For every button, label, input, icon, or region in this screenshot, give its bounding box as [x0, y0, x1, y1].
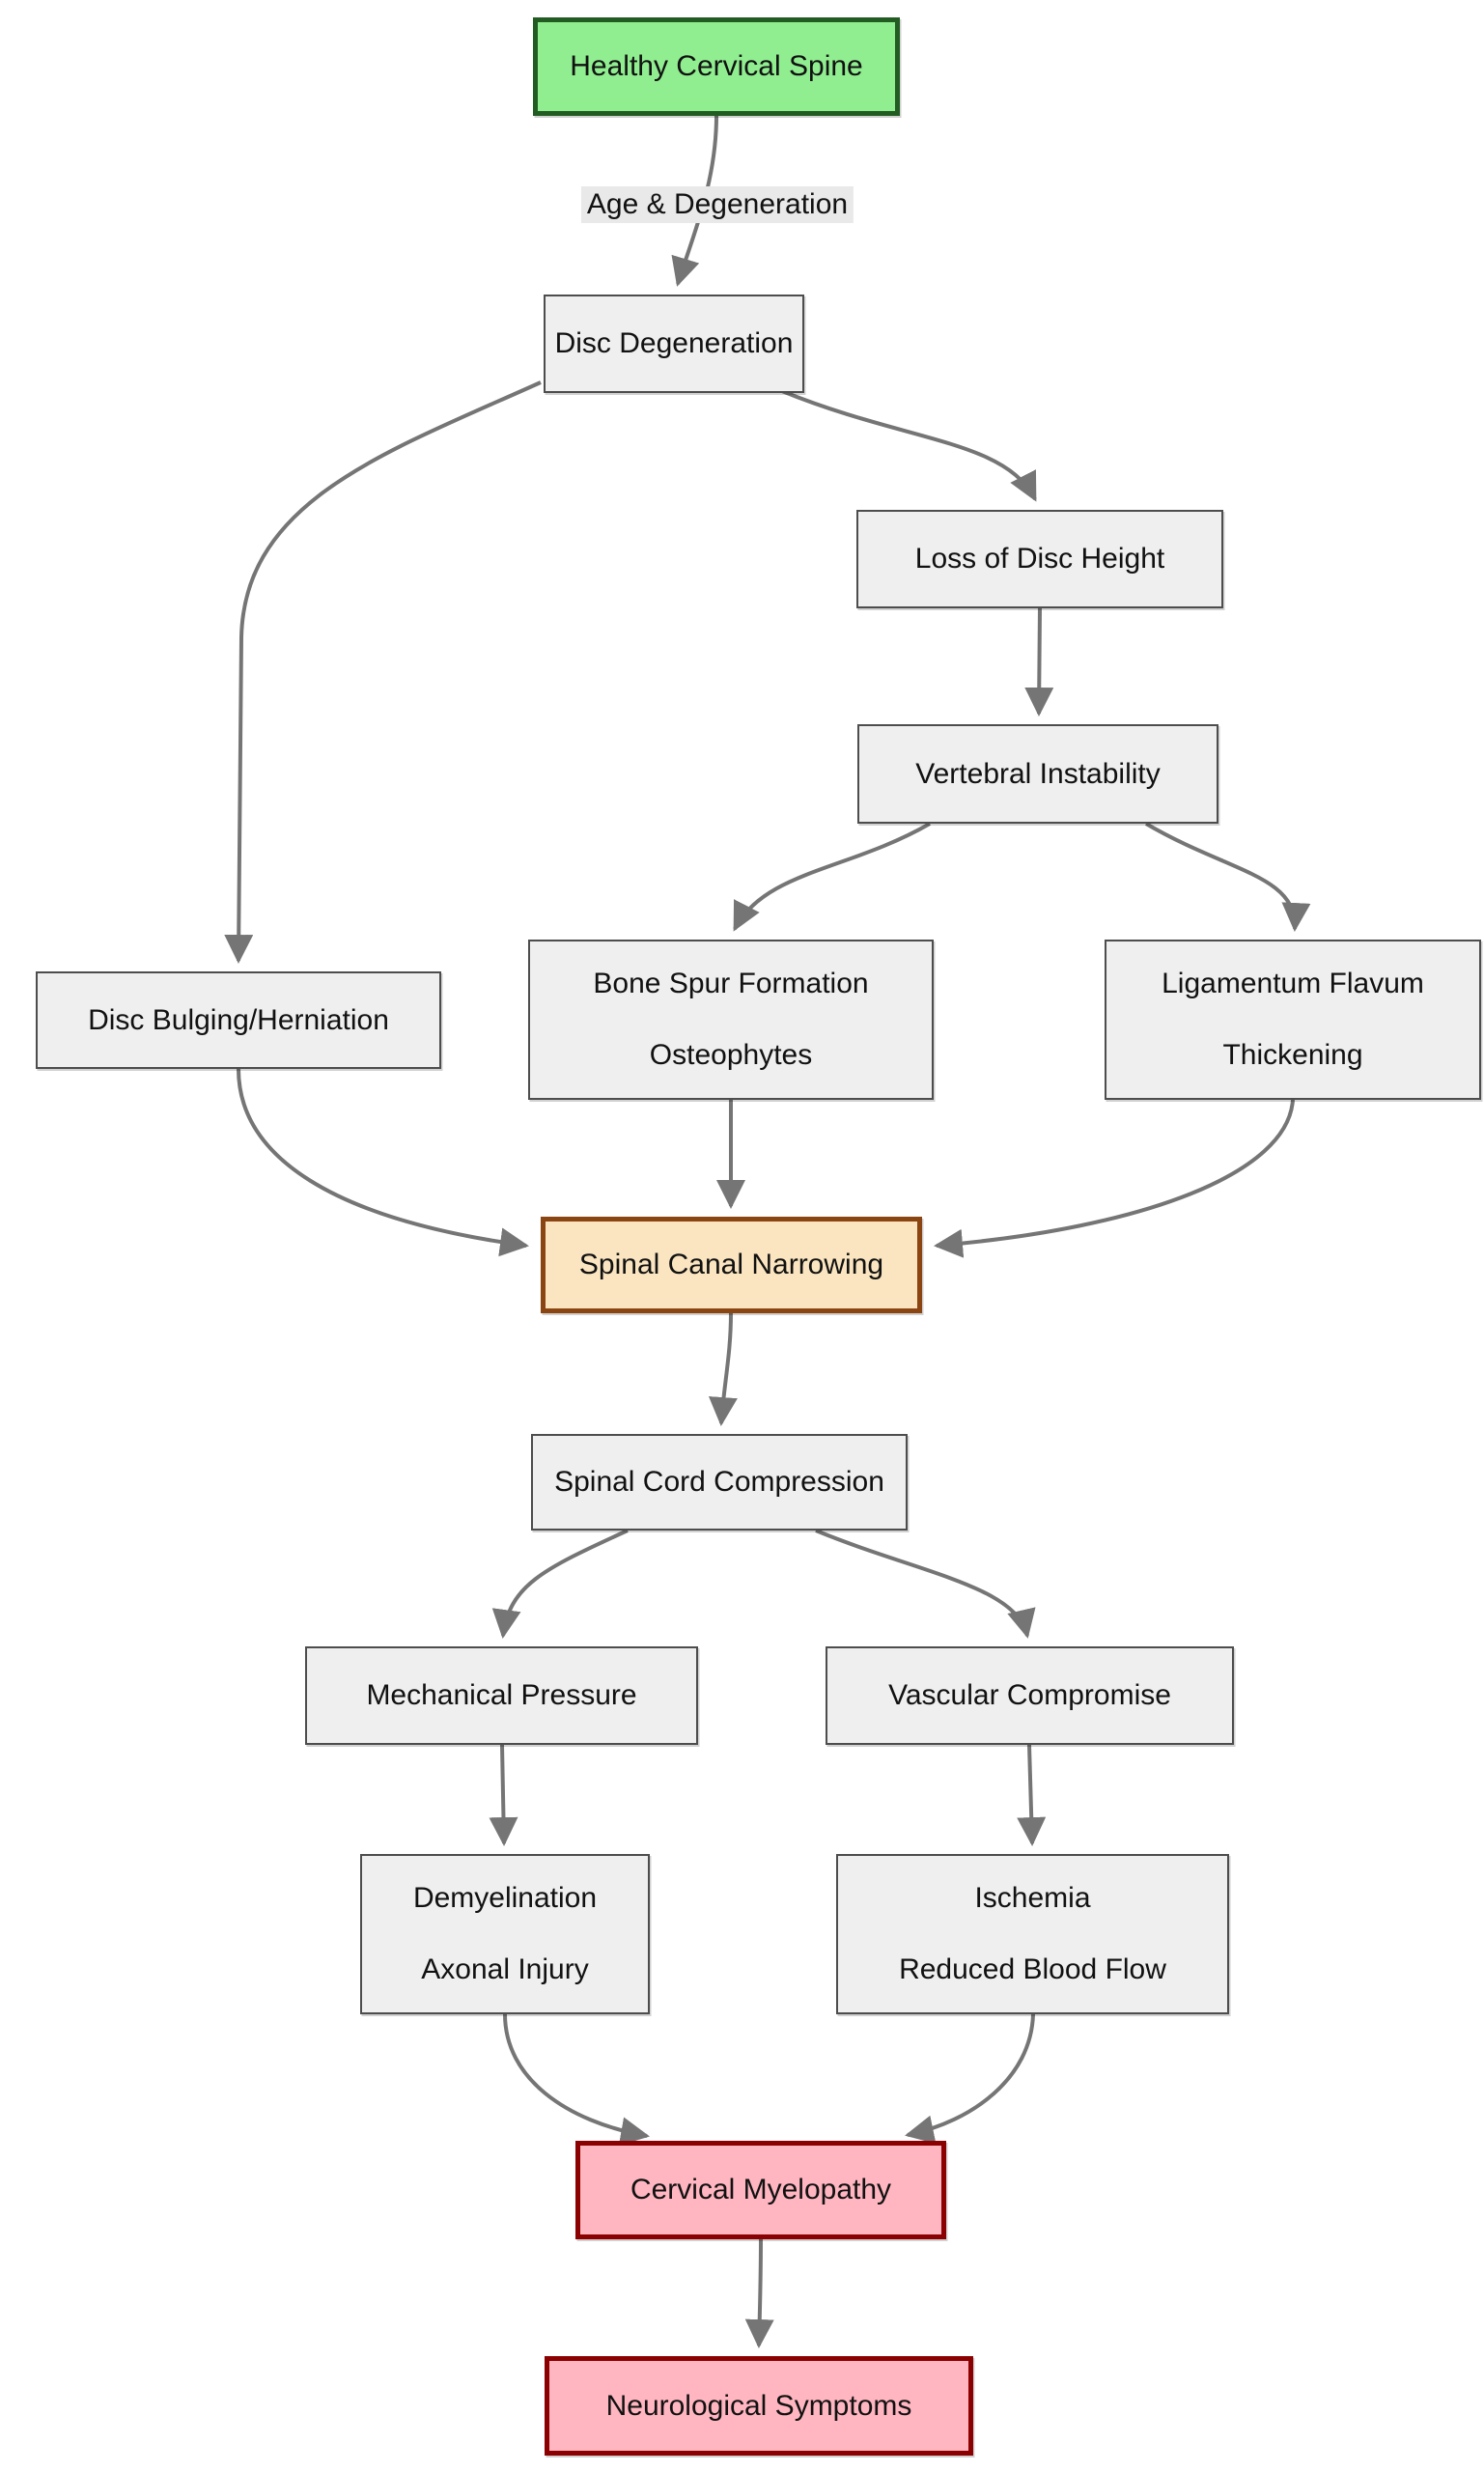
node-label-line: Disc Bulging/Herniation: [88, 1003, 389, 1036]
node-label-line: Disc Degeneration: [554, 327, 794, 359]
node-disc-bulging-herniation: Disc Bulging/Herniation: [36, 971, 441, 1069]
node-cervical-myelopathy: Cervical Myelopathy: [575, 2141, 946, 2239]
node-label-line: Vertebral Instability: [915, 757, 1161, 790]
node-label-line: Loss of Disc Height: [914, 543, 1165, 575]
node-label-line: Spinal Canal Narrowing: [578, 1249, 884, 1280]
node-spinal-canal-narrowing: Spinal Canal Narrowing: [541, 1217, 922, 1313]
node-label-line: Osteophytes: [649, 1039, 813, 1071]
edge-spinal-cord-compression-to-mechanical-pressure: [491, 1529, 629, 1639]
node-label-line: Ligamentum Flavum: [1162, 968, 1424, 999]
node-vascular-compromise: Vascular Compromise: [826, 1646, 1234, 1745]
edge-vertebral-instability-to-bone-spur-formation: [733, 822, 932, 932]
node-loss-of-disc-height: Loss of Disc Height: [856, 510, 1223, 608]
edge-vascular-compromise-to-ischemia-reduced-blood-flow: [1017, 1744, 1047, 1846]
edge-disc-degeneration-to-disc-bulging-herniation: [224, 380, 542, 964]
node-disc-degeneration: Disc Degeneration: [544, 295, 804, 393]
node-label-line: Mechanical Pressure: [366, 1679, 637, 1711]
node-label-line: Cervical Myelopathy: [630, 2174, 892, 2205]
node-label-line: Neurological Symptoms: [605, 2389, 912, 2422]
edge-label-healthy-cervical-spine-to-disc-degeneration: Age & Degeneration: [580, 186, 854, 223]
node-label-line: Demyelination: [412, 1882, 598, 1914]
node-healthy-cervical-spine: Healthy Cervical Spine: [533, 17, 900, 116]
edge-vertebral-instability-to-ligamentum-flavum-thickening: [1144, 822, 1311, 932]
node-label-line: Bone Spur Formation: [593, 968, 869, 999]
node-neurological-symptoms: Neurological Symptoms: [545, 2356, 973, 2456]
edge-spinal-canal-narrowing-to-spinal-cord-compression: [708, 1312, 738, 1426]
node-label-line: Vascular Compromise: [888, 1679, 1171, 1711]
edge-loss-of-disc-height-to-vertebral-instability: [1024, 607, 1054, 716]
node-label-line: Ischemia: [974, 1882, 1091, 1914]
node-label-line: Thickening: [1222, 1039, 1363, 1071]
node-mechanical-pressure: Mechanical Pressure: [305, 1646, 698, 1745]
node-label-line: Reduced Blood Flow: [899, 1953, 1166, 1985]
node-label-line: Healthy Cervical Spine: [570, 50, 863, 82]
node-label-line: Spinal Cord Compression: [554, 1466, 884, 1498]
edge-ischemia-reduced-blood-flow-to-cervical-myelopathy: [905, 2013, 1035, 2145]
edge-mechanical-pressure-to-demyelination-axonal-injury: [489, 1744, 518, 1846]
edge-demyelination-axonal-injury-to-cervical-myelopathy: [503, 2013, 650, 2147]
node-vertebral-instability: Vertebral Instability: [857, 724, 1218, 824]
edge-disc-bulging-herniation-to-spinal-canal-narrowing: [237, 1068, 529, 1257]
edge-spinal-cord-compression-to-vascular-compromise: [815, 1529, 1036, 1639]
edge-disc-degeneration-to-loss-of-disc-height: [781, 389, 1037, 502]
edge-ligamentum-flavum-thickening-to-spinal-canal-narrowing: [934, 1099, 1295, 1258]
node-label-line: Axonal Injury: [421, 1953, 589, 1985]
node-spinal-cord-compression: Spinal Cord Compression: [531, 1434, 908, 1531]
edge-cervical-myelopathy-to-neurological-symptoms: [744, 2238, 774, 2348]
